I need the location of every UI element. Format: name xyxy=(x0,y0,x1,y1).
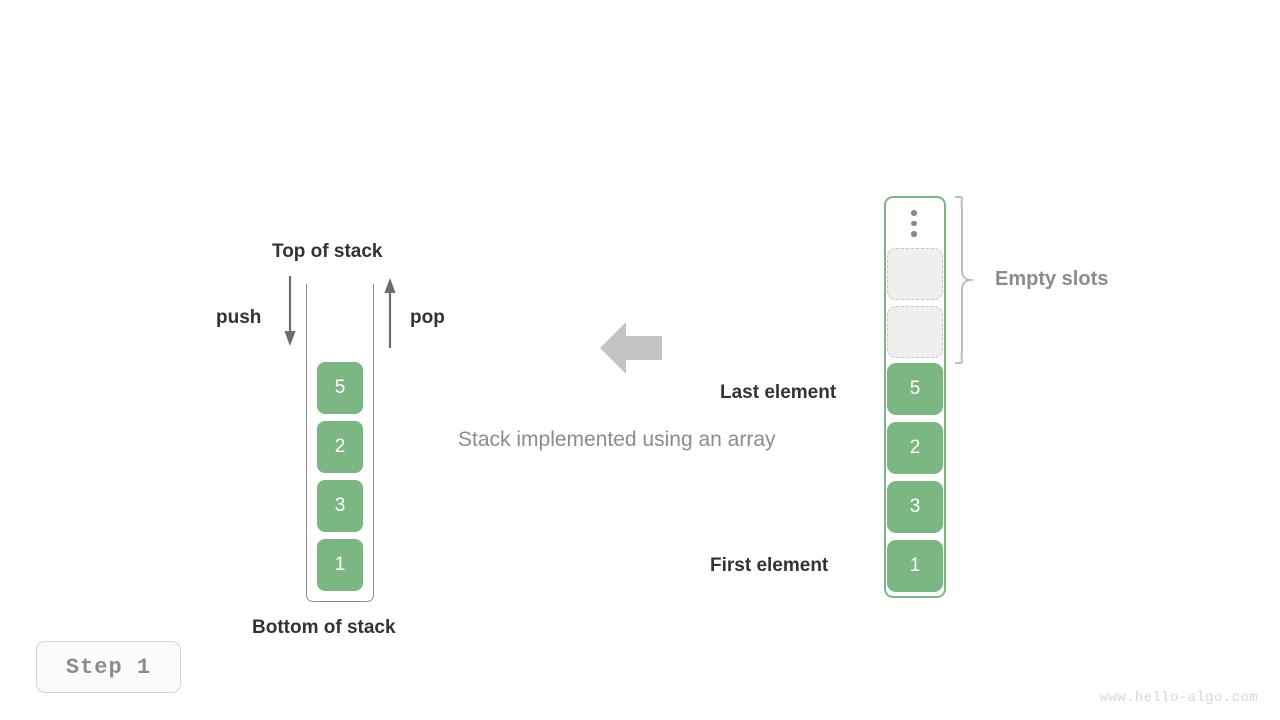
push-label: push xyxy=(216,307,262,328)
stack-container: 5 2 3 1 xyxy=(306,284,374,602)
pop-label: pop xyxy=(410,307,445,328)
top-of-stack-label: Top of stack xyxy=(272,241,383,262)
empty-slots-label: Empty slots xyxy=(995,268,1109,290)
vertical-ellipsis-icon xyxy=(909,210,919,240)
step-badge: Step 1 xyxy=(36,641,181,693)
last-element-label: Last element xyxy=(720,382,837,403)
stack-container-walls xyxy=(306,284,374,602)
push-arrow-down-icon xyxy=(284,276,296,346)
array-empty-slot[interactable] xyxy=(887,248,943,300)
stack-cell[interactable]: 5 xyxy=(317,362,363,414)
bottom-of-stack-label: Bottom of stack xyxy=(252,617,396,638)
array-cell[interactable]: 5 xyxy=(887,363,943,415)
array-cell[interactable]: 1 xyxy=(887,540,943,592)
stack-cell[interactable]: 1 xyxy=(317,539,363,591)
stack-cell[interactable]: 2 xyxy=(317,421,363,473)
array-cell[interactable]: 3 xyxy=(887,481,943,533)
pop-arrow-up-icon xyxy=(384,278,396,348)
array-empty-slot[interactable] xyxy=(887,306,943,358)
stack-cell[interactable]: 3 xyxy=(317,480,363,532)
first-element-label: First element xyxy=(710,555,829,576)
array-cell[interactable]: 2 xyxy=(887,422,943,474)
transform-arrow-left-icon xyxy=(600,322,662,374)
diagram-caption: Stack implemented using an array xyxy=(458,428,776,451)
empty-slots-brace xyxy=(955,196,974,364)
watermark: www.hello-algo.com xyxy=(1099,690,1258,706)
